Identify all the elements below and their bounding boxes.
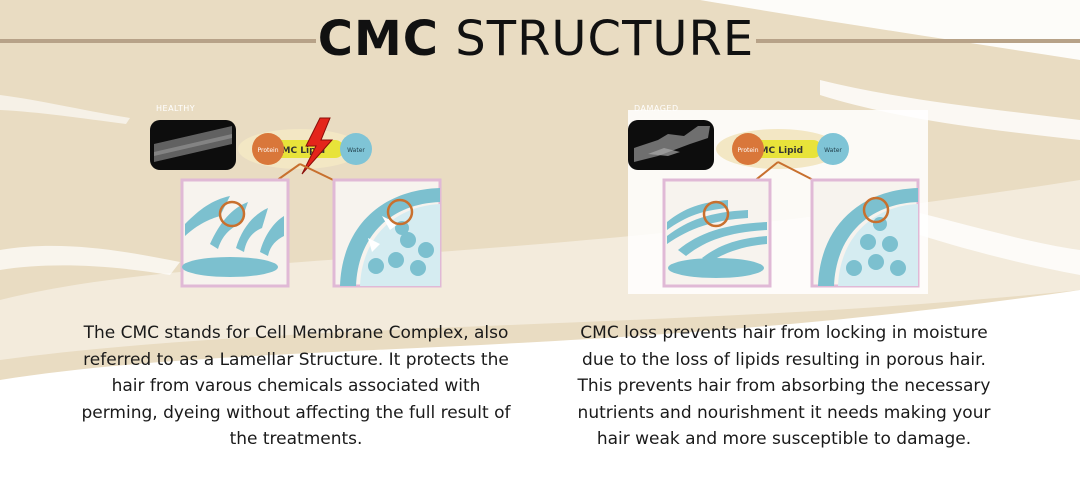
title-bold: CMC xyxy=(317,11,440,67)
title-rule-right xyxy=(756,39,1080,43)
protein-icon xyxy=(732,133,764,165)
healthy-diagram-graphic: CMC Lipid Protein Water xyxy=(150,117,442,288)
damaged-water-label: Water xyxy=(824,147,842,154)
damaged-diagram: CMC Lipid Protein Water DAMAGED xyxy=(628,104,928,294)
healthy-description: The CMC stands for Cell Membrane Complex… xyxy=(81,323,511,449)
page-title: CMC STRUCTURE xyxy=(316,6,756,72)
healthy-label: HEALTHY xyxy=(156,104,196,113)
healthy-lipid-label: CMC Lipid xyxy=(275,146,325,156)
title-rule-left xyxy=(0,39,316,43)
zoom-circle-right xyxy=(862,196,890,224)
title-light: STRUCTURE xyxy=(455,11,755,67)
water-icon xyxy=(817,133,849,165)
zoom-circle-left xyxy=(218,200,246,228)
damaged-description: CMC loss prevents hair from locking in m… xyxy=(577,323,991,449)
healthy-protein-label: Protein xyxy=(257,147,278,154)
damaged-diagram-graphic: CMC Lipid Protein Water xyxy=(628,110,928,294)
protein-icon xyxy=(252,133,284,165)
zoom-circle-right xyxy=(386,198,414,226)
title-bar: CMC STRUCTURE xyxy=(0,6,1080,72)
lightning-icon xyxy=(301,117,334,175)
zoom-circle-left xyxy=(702,200,730,228)
water-icon xyxy=(340,133,372,165)
healthy-diagram: CMC Lipid Protein Water HEALTHY xyxy=(150,104,450,294)
damaged-protein-label: Protein xyxy=(737,147,758,154)
damaged-label: DAMAGED xyxy=(634,104,679,113)
healthy-water-label: Water xyxy=(347,147,365,154)
damaged-lipid-label: CMC Lipid xyxy=(753,146,803,156)
